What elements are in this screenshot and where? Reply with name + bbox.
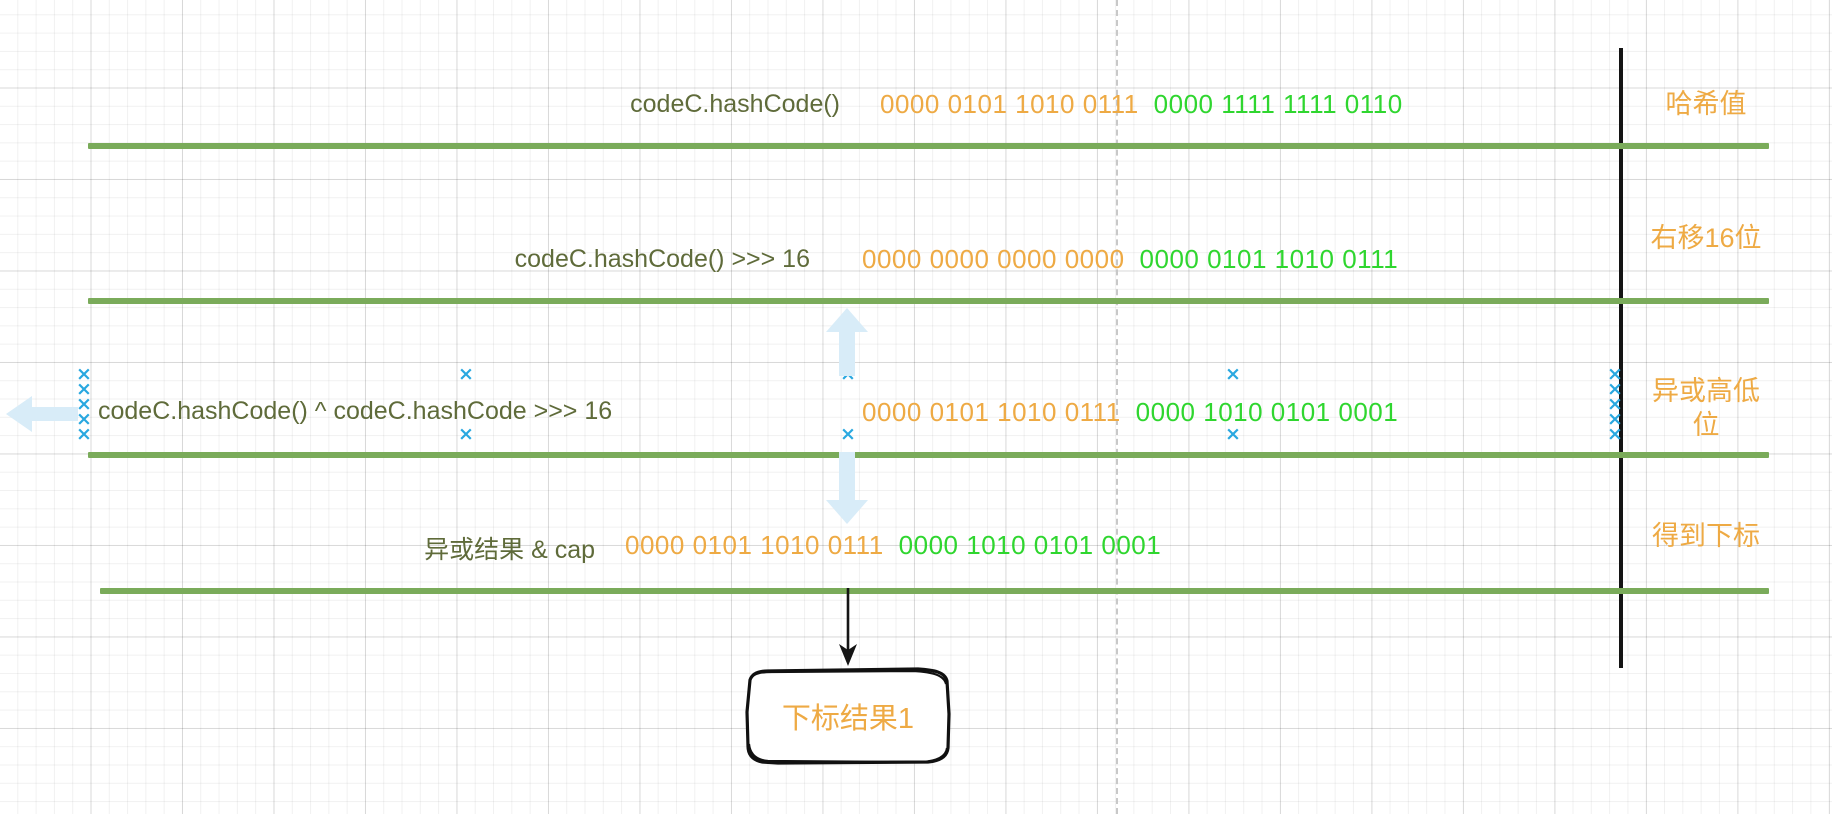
separator-bar-1 [88, 143, 1769, 149]
xor-marks-left: × × × × × [76, 363, 92, 445]
row-label-shift16: codeC.hashCode() >>> 16 [514, 245, 810, 273]
xor-mark-icon: × [458, 423, 474, 445]
down-arrow-thin-icon [839, 588, 857, 666]
row-low-bits-and-cap: 0000 1010 0101 0001 [898, 530, 1162, 560]
row-low-bits-shift16: 0000 0101 1010 0111 [1139, 244, 1399, 274]
xor-mark-icon: × [1607, 423, 1623, 445]
row-low-bits-hashcode: 0000 1111 1111 0110 [1153, 89, 1403, 119]
row-high-bits-xor: 0000 0101 1010 0111 [862, 397, 1121, 427]
separator-bar-2 [88, 298, 1769, 304]
xor-mark-icon: × [1607, 378, 1623, 400]
result-box-label: 下标结果1 [781, 703, 915, 735]
xor-mark-icon: × [458, 363, 474, 385]
row-label-xor: codeC.hashCode() ^ codeC.hashCode >>> 16 [98, 397, 613, 425]
xor-mark-icon: × [1607, 408, 1623, 430]
row-bits-and-cap: 0000 0101 1010 0111 0000 1010 0101 0001 [625, 530, 1161, 561]
row-bits-shift16: 0000 0000 0000 0000 0000 0101 1010 0111 [862, 244, 1398, 275]
row-high-bits-shift16: 0000 0000 0000 0000 [862, 244, 1125, 274]
left-arrow-icon [6, 396, 78, 432]
row-label-and-cap: 异或结果 & cap [424, 536, 595, 564]
result-box-outline [745, 667, 951, 765]
xor-mark-icon: × [1607, 363, 1623, 385]
xor-mark-icon: × [840, 423, 856, 445]
xor-marks-mid-left: × × × × × [458, 363, 474, 445]
xor-mark-icon: × [76, 423, 92, 445]
row-label-hashcode: codeC.hashCode() [630, 90, 840, 118]
row-bits-hashcode: 0000 0101 1010 0111 0000 1111 1111 0110 [880, 89, 1403, 120]
xor-mark-icon: × [1607, 393, 1623, 415]
xor-mark-icon: × [1225, 423, 1241, 445]
stage-label-hash-value: 哈希值 [1665, 89, 1747, 119]
stage-label-get-index: 得到下标 [1652, 521, 1760, 551]
row-low-bits-xor: 0000 1010 0101 0001 [1135, 397, 1399, 427]
separator-bar-3 [88, 452, 1769, 458]
stage-label-shift-16-bits: 右移16位 [1650, 223, 1762, 253]
separator-bar-4 [100, 588, 1769, 594]
stage-label-xor-high-low: 异或高低位 [1652, 376, 1760, 440]
row-bits-xor: 0000 0101 1010 0111 0000 1010 0101 0001 [862, 397, 1398, 428]
xor-mark-icon: × [76, 378, 92, 400]
result-box: 下标结果1 [742, 666, 954, 766]
stage-divider-line [1619, 48, 1623, 668]
dashed-vertical-guide [1116, 0, 1118, 814]
xor-mark-icon: × [76, 363, 92, 385]
xor-marks-center: × × × × × [840, 365, 856, 445]
xor-marks-right: × × × × × [1607, 363, 1623, 445]
up-arrow-icon [826, 308, 868, 376]
row-high-bits-hashcode: 0000 0101 1010 0111 [880, 89, 1139, 119]
xor-mark-icon: × [76, 408, 92, 430]
xor-mark-icon: × [1225, 363, 1241, 385]
row-high-bits-and-cap: 0000 0101 1010 0111 [625, 530, 884, 560]
down-arrow-icon [826, 452, 868, 524]
xor-mark-icon: × [76, 393, 92, 415]
xor-marks-mid-right: × × × × × [1225, 363, 1241, 445]
